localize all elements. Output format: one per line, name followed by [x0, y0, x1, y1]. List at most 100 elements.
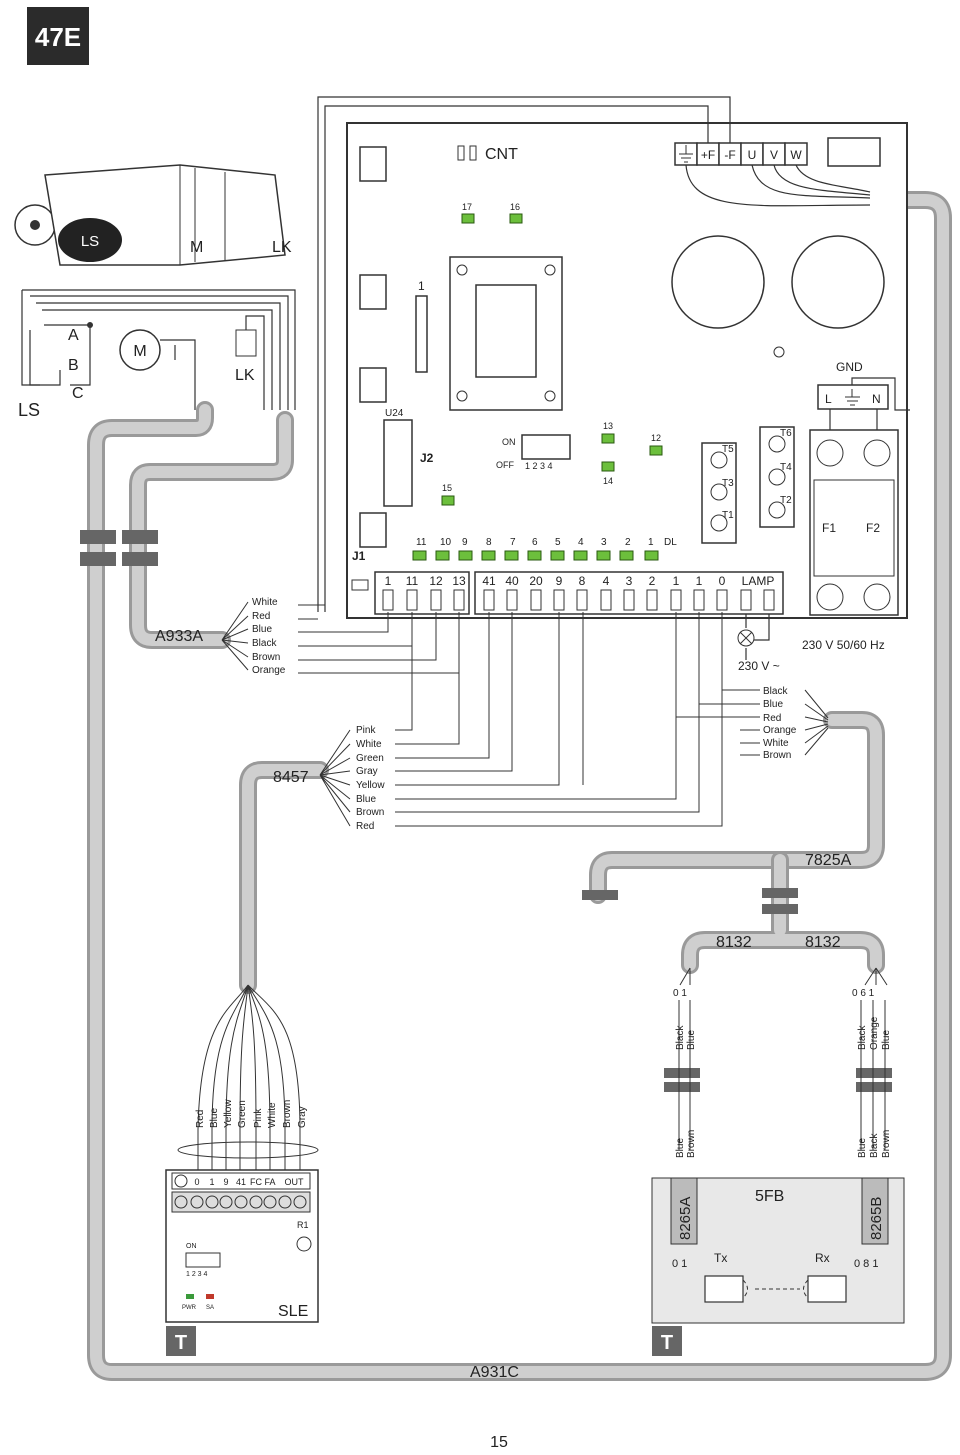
- sle-wire-green: Green: [237, 1100, 248, 1128]
- term-8: 8: [579, 574, 586, 588]
- rb-wire-brown: Brown: [881, 1130, 892, 1158]
- cable-a933a: [129, 411, 294, 649]
- rb-wire-blue: Blue: [857, 1138, 868, 1158]
- c7825a-wire-orange: Orange: [763, 725, 797, 736]
- sle-wire-white: White: [267, 1102, 278, 1128]
- sle-t-badge: [166, 1326, 196, 1356]
- terminal-u: U: [748, 148, 757, 162]
- led-12-label: 12: [651, 433, 661, 443]
- c8457-wire-yellow: Yellow: [356, 780, 385, 791]
- trimmer-t2: T2: [780, 495, 792, 506]
- lk-label: LK: [272, 239, 292, 256]
- cable-8457: [239, 761, 329, 994]
- trimmer-t3: T3: [722, 478, 734, 489]
- term-41: 41: [482, 574, 496, 588]
- rb-wire-black: Black: [869, 1133, 880, 1158]
- rx-terms: 0 8 1: [854, 1258, 878, 1270]
- sle-wire-yellow: Yellow: [223, 1099, 234, 1128]
- term-20: 20: [529, 574, 543, 588]
- switch-b-label: B: [68, 357, 79, 374]
- page-badge: 47E: [35, 22, 81, 52]
- rx-8265b-label: 8265B: [868, 1197, 885, 1240]
- c7825a-wires: 7825A Black Blue Red Orange White Brown …: [675, 612, 852, 951]
- trimmer-block: T6 T5 T4 T3 T2 T1: [701, 426, 795, 544]
- c8132-left-label: 8132: [716, 934, 752, 951]
- a933a-wire-black: Black: [252, 638, 277, 649]
- term-l-11: 11: [406, 574, 419, 588]
- motor-schematic: A B C LS M LK: [18, 289, 296, 420]
- sle-wire-brown: Brown: [282, 1100, 293, 1128]
- j1-label: J1: [352, 549, 366, 563]
- tx-emitter-icon: [704, 1275, 744, 1303]
- page-number: 15: [490, 1434, 508, 1451]
- c7825a-wire-blue: Blue: [763, 699, 783, 710]
- terminal-w: W: [790, 148, 802, 162]
- tx-8265a-label: 8265A: [677, 1197, 694, 1240]
- term-lamp: LAMP: [742, 574, 775, 588]
- c8457-wire-gray: Gray: [356, 766, 378, 777]
- photocell-t-badge: [652, 1326, 682, 1356]
- rx-receiver-icon: [807, 1275, 847, 1303]
- motor-symbol-label: M: [133, 343, 146, 360]
- c7825a-wire-red: Red: [763, 713, 781, 724]
- tx-terms: 0 1: [672, 1258, 687, 1270]
- sle-dip-switch: [185, 1252, 221, 1268]
- ls-label: LS: [81, 233, 99, 250]
- sle-pwr-label: PWR: [182, 1305, 197, 1311]
- gnd-label: GND: [836, 360, 863, 374]
- led-row-11: 11: [416, 537, 427, 548]
- a933a-wires: A933A White Red Blue Black Brown Orange: [155, 597, 460, 676]
- c7825a-wire-white: White: [763, 738, 789, 749]
- dip-on-label: ON: [502, 437, 516, 447]
- led-17-label: 17: [462, 202, 472, 212]
- switch-a-label: A: [68, 327, 79, 344]
- c8457-wire-red: Red: [356, 821, 374, 832]
- lk-schematic-label: LK: [235, 367, 255, 384]
- page-badge-bg: [27, 7, 89, 65]
- control-board: CNT +F -F U V W 17 16 13 12 14 15: [317, 96, 910, 652]
- photocell-t-label: T: [661, 1332, 673, 1354]
- mains-label: 230 V 50/60 Hz: [802, 638, 885, 652]
- lb-wire-brown: Brown: [686, 1130, 697, 1158]
- board-dip-switch: [521, 434, 571, 460]
- c8457-wires: 8457 Pink White Green Gray Yellow Blue B…: [197, 612, 723, 1131]
- sle-wire-pink: Pink: [253, 1108, 264, 1128]
- c8457-label: 8457: [273, 769, 309, 786]
- terminal-mf: -F: [724, 148, 735, 162]
- trimmer-t1: T1: [722, 510, 734, 521]
- sle-term-0: 0: [194, 1177, 199, 1187]
- term-2: 2: [649, 574, 656, 588]
- motor-drawing: LS M LK: [14, 164, 292, 266]
- c7825a-wire-brown: Brown: [763, 750, 791, 761]
- lk-coil-icon: [235, 329, 257, 357]
- cnt-label: CNT: [485, 146, 518, 163]
- term-0: 0: [719, 574, 726, 588]
- sle-term-fc: FC: [250, 1177, 262, 1187]
- term-1a: 1: [673, 574, 680, 588]
- cable-clamps: [80, 530, 892, 1092]
- trimmer-t4: T4: [780, 462, 792, 473]
- sle-wire-labels: Red Blue Yellow Green Pink White Brown G…: [195, 1099, 308, 1128]
- led-row-9: 9: [462, 537, 468, 548]
- fuse-f2: F2: [866, 521, 880, 535]
- led-15-label: 15: [442, 483, 452, 493]
- connector-1-label: 1: [418, 279, 425, 293]
- sle-dip-nums: 1 2 3 4: [186, 1271, 208, 1278]
- sle-sa-label: SA: [206, 1305, 214, 1311]
- fuse-f1: F1: [822, 521, 836, 535]
- led-row-3: 3: [601, 537, 607, 548]
- sle-term-fa: FA: [264, 1177, 275, 1187]
- c8457-wire-white: White: [356, 739, 382, 750]
- sle-r1-label: R1: [297, 1220, 309, 1230]
- c7825a-wire-black: Black: [763, 686, 788, 697]
- sle-wire-red: Red: [195, 1110, 206, 1128]
- j2-label: J2: [420, 451, 434, 465]
- led-row-4: 4: [578, 537, 584, 548]
- led-row-1: 1: [648, 537, 654, 548]
- sle-term-out: OUT: [285, 1177, 305, 1187]
- term-4: 4: [603, 574, 610, 588]
- led-row: 11 10 9 8 7 6 5 4 3 2 1 DL: [412, 537, 677, 561]
- term-l-1: 1: [385, 574, 392, 588]
- sle-term-41: 41: [236, 1177, 246, 1187]
- c7825a-label: 7825A: [805, 852, 852, 869]
